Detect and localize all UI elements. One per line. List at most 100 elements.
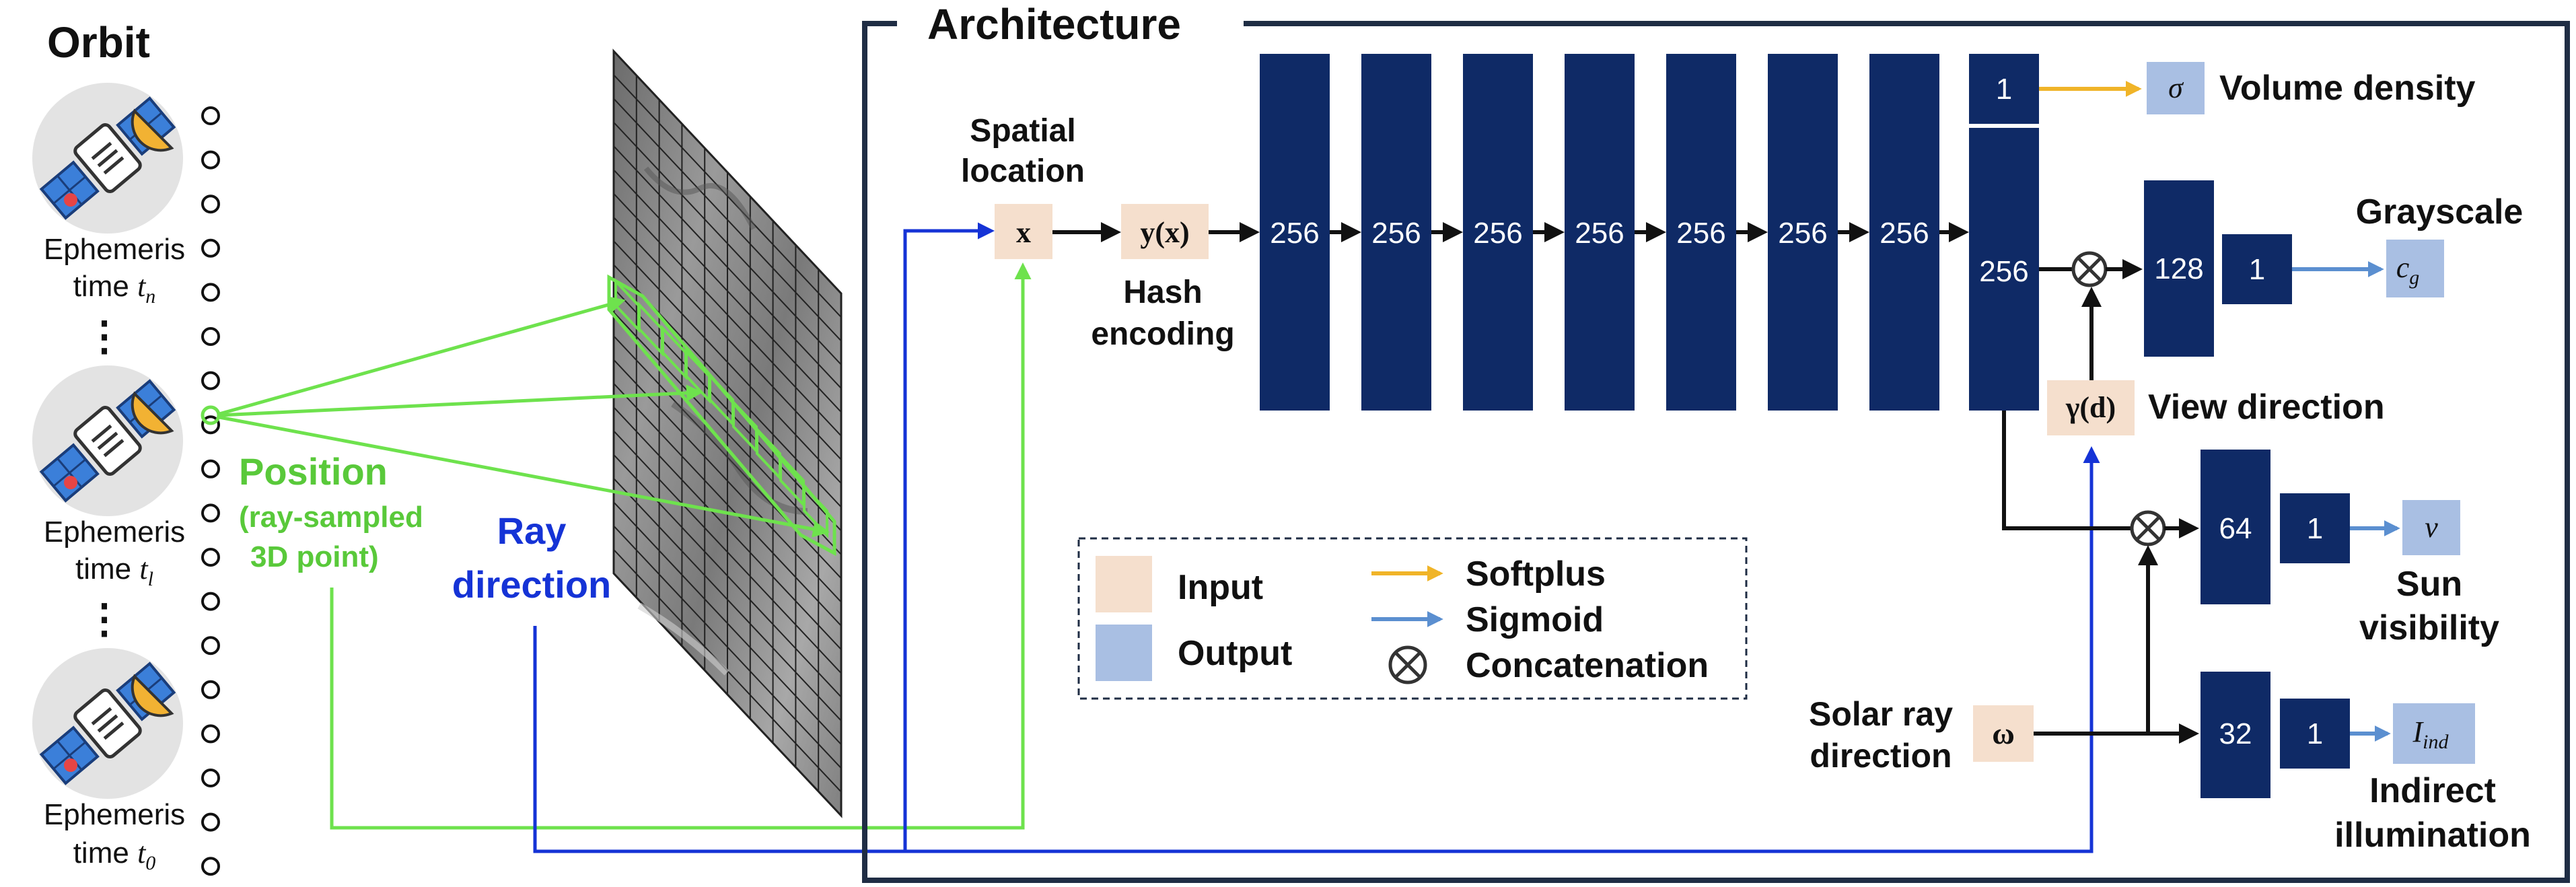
hidden-layer	[1565, 54, 1635, 411]
indirect-layer-1	[2201, 672, 2270, 798]
indirect-output-box	[2393, 703, 2475, 764]
satellite-top-icon	[32, 83, 183, 234]
svg-text:Ephemeris: Ephemeris	[44, 233, 185, 266]
ray-direction-label-1: Ray	[497, 509, 567, 552]
legend-output-swatch	[1096, 625, 1152, 681]
indirect-label-1: Indirect	[2369, 771, 2496, 810]
ephemeris-label-top: Ephemeris time tn	[44, 233, 185, 308]
legend-input-swatch	[1096, 556, 1152, 612]
ray-direction-connector	[533, 446, 2100, 853]
orbit-position-dot	[201, 769, 220, 787]
hash-output-label: y(x)	[1140, 216, 1189, 249]
orbit-positions	[201, 106, 220, 876]
hidden-layer	[1361, 54, 1431, 411]
ephemeris-label-mid: Ephemeris time tl	[44, 516, 185, 590]
spatial-location-2: location	[961, 153, 1085, 189]
solar-input-box	[1973, 705, 2034, 762]
ray-direction-label-2: direction	[452, 563, 611, 606]
indirect-layer-2-label: 1	[2307, 717, 2323, 750]
density-layer	[1969, 54, 2039, 124]
svg-text:Ephemeris: Ephemeris	[44, 798, 185, 831]
view-direction-input-box	[2047, 380, 2135, 435]
legend-concat-label: Concatenation	[1466, 646, 1709, 685]
grayscale-output-box	[2386, 240, 2444, 297]
ray-direction-to-x	[903, 222, 995, 851]
dots-bottom: ⋮	[84, 596, 124, 641]
solar-ray-label-2: direction	[1810, 737, 1952, 775]
orbit-position-dot	[201, 238, 220, 258]
svg-text:time tn: time tn	[73, 270, 156, 308]
position-connector	[330, 262, 1032, 830]
sun-output-symbol: v	[2425, 511, 2438, 544]
sun-layer-1-label: 64	[2219, 512, 2252, 545]
svg-text:time tl: time tl	[75, 553, 153, 590]
sun-output-box	[2402, 500, 2460, 555]
satellite-mid-icon	[32, 365, 183, 516]
sun-visibility-2: visibility	[2359, 608, 2499, 647]
solar-ray-label-1: Solar ray	[1809, 695, 1953, 733]
hidden-layer-label: 256	[1270, 217, 1319, 250]
orbit-position-dot	[201, 857, 220, 876]
ephemeris-label-bottom: Ephemeris time t0	[44, 798, 185, 874]
view-direction-label: View direction	[2148, 388, 2385, 427]
orbit-position-dot	[201, 812, 220, 832]
legend-concat-icon	[1388, 645, 1427, 684]
indirect-label-2: illumination	[2334, 816, 2531, 855]
grayscale-layer-1-label: 128	[2154, 252, 2203, 285]
indirect-layer-1-label: 32	[2219, 717, 2252, 750]
orbit-position-dot	[201, 106, 220, 125]
hidden-layer	[1666, 54, 1736, 411]
svg-text:Ephemeris: Ephemeris	[44, 516, 185, 548]
orbit-position-dot	[201, 636, 220, 655]
grayscale-layer-2-label: 1	[2249, 253, 2265, 286]
legend: Input Output Softplus Sigmoid Concatenat…	[1077, 537, 1748, 700]
sun-layer-2	[2280, 493, 2350, 563]
density-layer-label: 1	[1996, 73, 2012, 106]
hidden-layer-label: 256	[1473, 217, 1522, 250]
orbit-position-dot	[201, 415, 220, 435]
orbit-position-dot	[201, 194, 220, 214]
last-hidden-layer	[1969, 128, 2039, 411]
sigma-output-box	[2147, 62, 2205, 114]
orbit-position-dot	[201, 371, 220, 390]
position-sub1: (ray-sampled	[239, 501, 423, 534]
terrain-grid	[607, 48, 843, 818]
orbit-position-dot	[201, 680, 220, 699]
hash-encoding-2: encoding	[1091, 316, 1234, 352]
concat-icon-2	[2130, 510, 2166, 546]
last-hidden-layer-label: 256	[1979, 255, 2028, 288]
legend-softplus-label: Softplus	[1466, 555, 1606, 594]
sampled-rays	[201, 296, 830, 538]
orbit-position-dot	[201, 283, 220, 302]
view-direction-input-label: γ(d)	[2065, 391, 2116, 424]
position-sub2: 3D point)	[250, 540, 379, 573]
position-label: Position	[239, 450, 388, 493]
svg-text:time t0: time t0	[73, 837, 156, 874]
omega-symbol: ω	[1992, 716, 2015, 750]
hidden-layer	[1768, 54, 1838, 411]
indirect-output-symbol: Iind	[2412, 715, 2449, 753]
orbit-title: Orbit	[47, 18, 150, 67]
hidden-layer-label: 256	[1575, 217, 1624, 250]
hidden-layer	[1260, 54, 1330, 411]
grayscale-label: Grayscale	[2356, 192, 2524, 232]
x-input-label: x	[1016, 216, 1031, 249]
spatial-location-1: Spatial	[970, 113, 1075, 149]
hidden-layer	[1463, 54, 1533, 411]
architecture-frame	[862, 21, 2570, 883]
orbit-position-dot	[201, 459, 220, 478]
indirect-layer-2	[2280, 699, 2350, 769]
grayscale-layer-1	[2144, 180, 2214, 357]
satellite-bottom-icon	[32, 648, 183, 799]
legend-output-label: Output	[1178, 634, 1292, 673]
hidden-layer	[1869, 54, 1939, 411]
legend-input-label: Input	[1178, 568, 1263, 607]
architecture-title: Architecture	[927, 0, 1181, 48]
orbit-position-dot	[201, 503, 220, 523]
hash-output-box	[1121, 204, 1209, 259]
dots-top: ⋮	[84, 314, 124, 359]
hidden-layer-label: 256	[1880, 217, 1929, 250]
volume-density-label: Volume density	[2219, 69, 2476, 108]
hidden-layer-label: 256	[1371, 217, 1421, 250]
